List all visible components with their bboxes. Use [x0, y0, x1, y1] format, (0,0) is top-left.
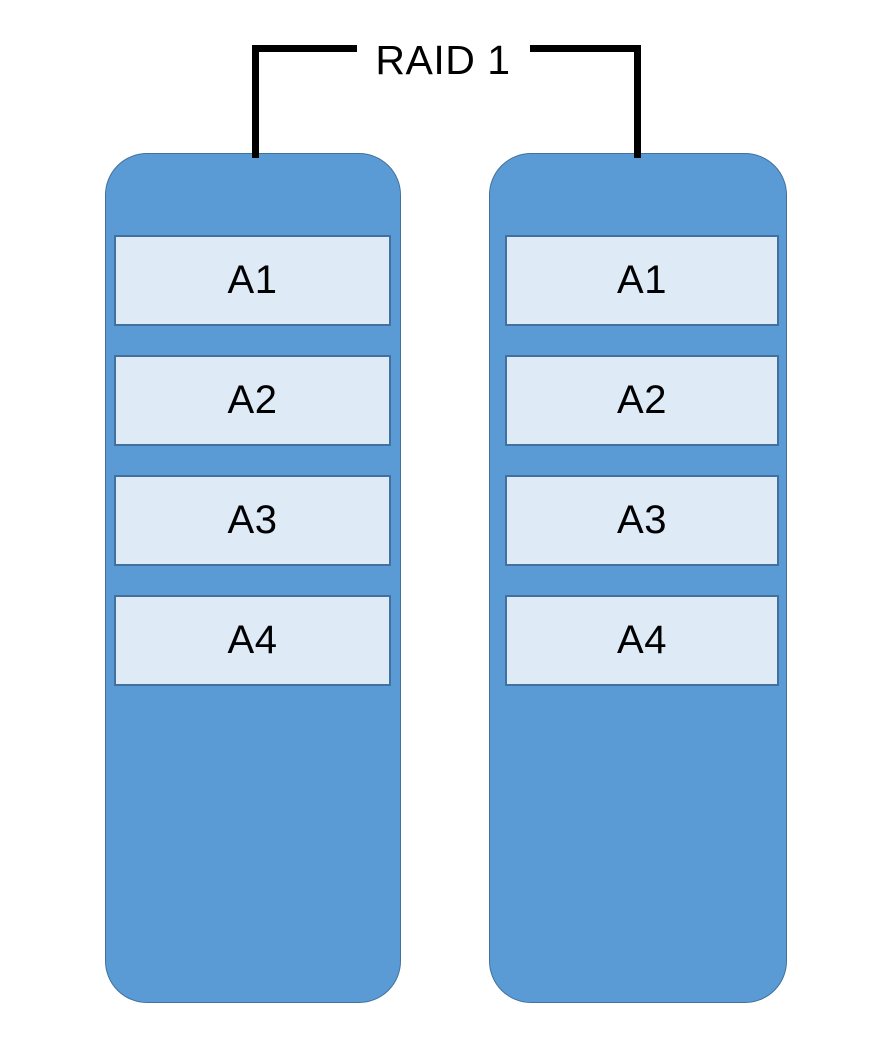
disk-1-block-a2: A2 — [114, 355, 391, 446]
disk-2: A1 A2 A3 A4 — [489, 153, 787, 1003]
disk-1-block-a3: A3 — [114, 475, 391, 566]
disk-2-block-a3: A3 — [505, 475, 779, 566]
disk-2-block-a1: A1 — [505, 235, 779, 326]
raid-bracket-connector — [252, 45, 641, 158]
disk-2-block-a2: A2 — [505, 355, 779, 446]
disk-1: A1 A2 A3 A4 — [105, 153, 401, 1003]
disk-1-block-a1: A1 — [114, 235, 391, 326]
raid-level-label: RAID 1 — [375, 37, 511, 83]
disk-1-block-a4: A4 — [114, 595, 391, 686]
disk-2-block-a4: A4 — [505, 595, 779, 686]
bracket-left-path — [252, 45, 357, 158]
bracket-right-path — [530, 45, 641, 158]
